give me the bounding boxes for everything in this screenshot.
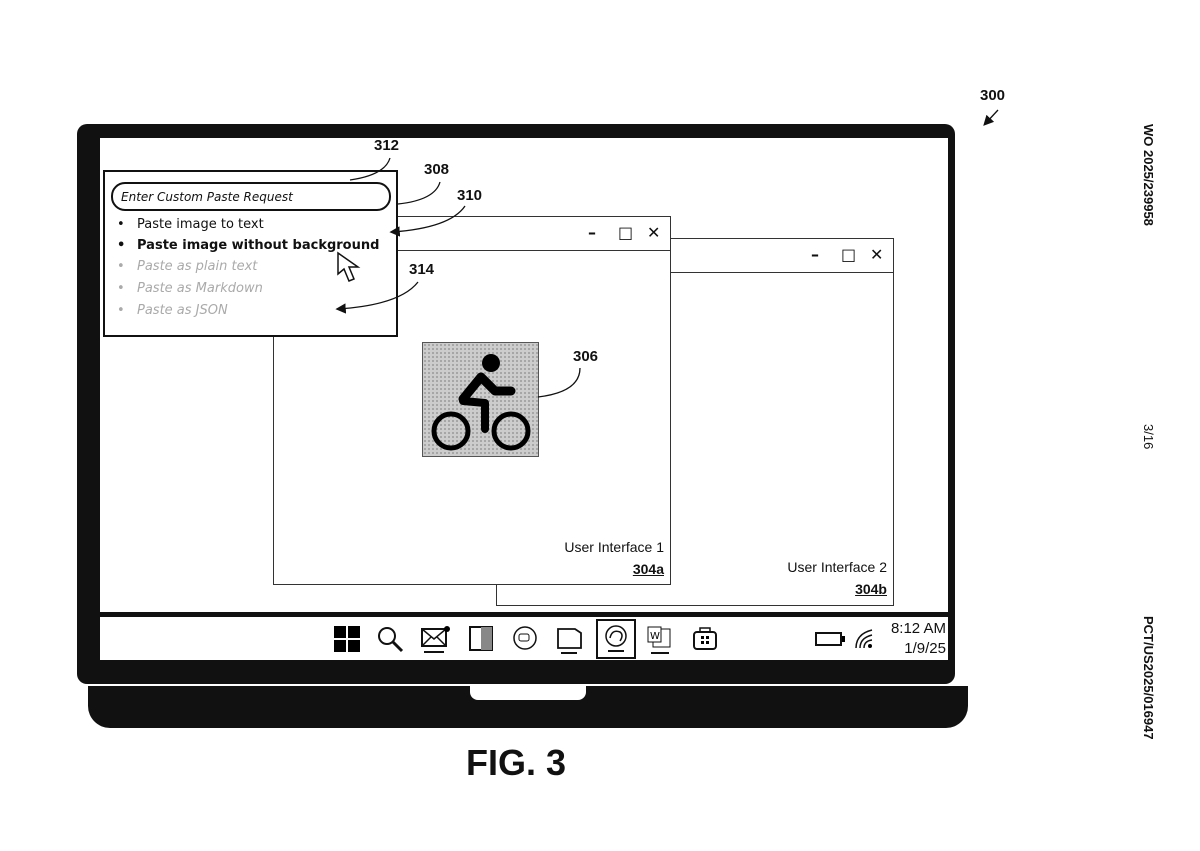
- window-ref: 304a: [632, 561, 664, 577]
- word-icon[interactable]: W: [645, 625, 675, 654]
- ref-312: 312: [374, 137, 400, 154]
- custom-paste-popup: Enter Custom Paste Request •Paste image …: [103, 170, 398, 337]
- window-ref: 304b: [855, 581, 887, 597]
- paste-option[interactable]: •Paste as JSON: [117, 303, 228, 318]
- close-button[interactable]: ✕: [647, 223, 661, 242]
- bicycle-image[interactable]: [422, 342, 539, 457]
- laptop-notch: [470, 686, 586, 700]
- close-button[interactable]: ✕: [870, 245, 884, 264]
- ref-308: 308: [424, 161, 450, 178]
- mail-icon[interactable]: [420, 625, 450, 653]
- title-bar[interactable]: – □ ✕: [274, 217, 670, 251]
- search-icon[interactable]: [375, 625, 405, 653]
- mouse-cursor-icon: [337, 251, 361, 282]
- application-number: PCT/US2025/016947: [1141, 616, 1156, 740]
- minimize-button[interactable]: –: [588, 223, 596, 242]
- figure-caption: FIG. 3: [465, 742, 567, 783]
- store-icon[interactable]: [690, 625, 720, 653]
- minimize-button[interactable]: –: [811, 245, 819, 264]
- ref-310: 310: [457, 187, 483, 204]
- taskbar: [100, 617, 948, 660]
- publication-number: WO 2025/239958: [1141, 124, 1156, 226]
- maximize-button[interactable]: □: [841, 245, 857, 264]
- svg-text:W: W: [650, 631, 660, 642]
- maximize-button[interactable]: □: [618, 223, 634, 242]
- window-caption: User Interface 2: [787, 559, 887, 575]
- edge-browser-icon: [605, 625, 627, 652]
- sheet-number: 3/16: [1141, 424, 1156, 450]
- window-caption: User Interface 1: [564, 539, 664, 555]
- clock[interactable]: 8:12 AM 1/9/25: [891, 619, 946, 659]
- chat-icon[interactable]: [510, 625, 540, 653]
- title-bar[interactable]: – □ ✕: [497, 239, 893, 273]
- ref-300: 300: [980, 87, 1006, 104]
- paste-option[interactable]: •Paste image without background: [117, 238, 380, 253]
- custom-paste-request-input[interactable]: Enter Custom Paste Request: [111, 182, 391, 211]
- paste-option[interactable]: •Paste image to text: [117, 217, 264, 232]
- date: 1/9/25: [904, 640, 946, 657]
- paste-option[interactable]: •Paste as Markdown: [117, 281, 263, 296]
- edge-browser-button-active[interactable]: [596, 619, 636, 659]
- split-view-icon[interactable]: [466, 625, 496, 653]
- bicycle-rider-icon: [431, 354, 531, 451]
- wifi-icon[interactable]: [852, 626, 876, 654]
- battery-icon[interactable]: [815, 631, 847, 651]
- ref-306: 306: [573, 348, 599, 365]
- ref-314: 314: [409, 261, 435, 278]
- paste-option[interactable]: •Paste as plain text: [117, 259, 258, 274]
- time: 8:12 AM: [890, 620, 946, 637]
- windows-start-icon[interactable]: [332, 625, 362, 653]
- folder-icon[interactable]: [555, 625, 585, 654]
